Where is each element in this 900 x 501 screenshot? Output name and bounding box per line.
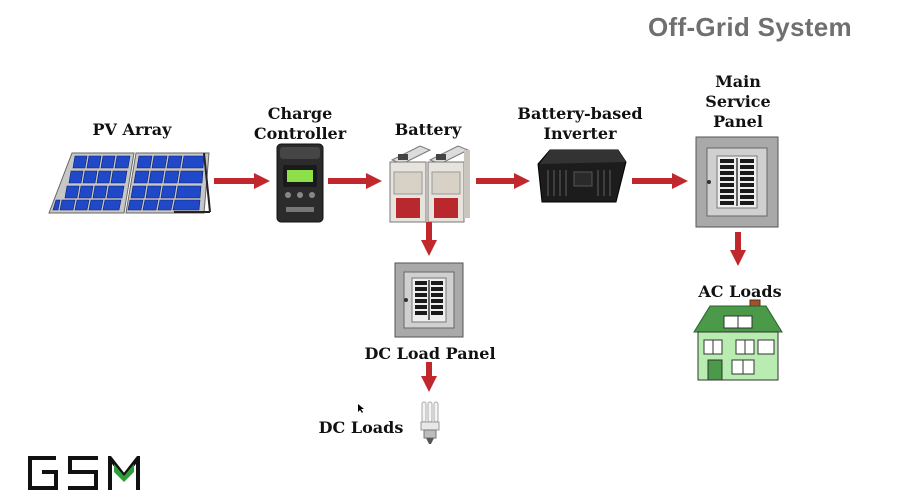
cfl-bulb-icon [418, 400, 442, 446]
dc-load-panel-icon [394, 262, 464, 338]
inverter-label: Battery-based Inverter [517, 104, 643, 143]
dc-loads-label: DC Loads [318, 418, 404, 437]
battery-label: Battery [394, 120, 462, 139]
dc-load-panel-label: DC Load Panel [364, 344, 496, 363]
main-panel-label: Main Service Panel [705, 72, 771, 131]
battery-icon [386, 142, 472, 224]
inverter-icon [536, 146, 628, 206]
main-panel-icon [695, 136, 779, 228]
arrow-controller-to-battery [328, 173, 382, 189]
pv-array-label: PV Array [92, 120, 172, 139]
arrow-inverter-to-main-panel [632, 173, 688, 189]
gsm-logo [28, 456, 142, 490]
charge-controller-label: Charge Controller [253, 104, 347, 143]
charge-controller-icon [276, 143, 324, 223]
pv-array-icon [44, 148, 214, 218]
arrow-battery-to-dc-panel [421, 222, 437, 256]
arrow-pv-to-controller [214, 173, 270, 189]
diagram-title: Off-Grid System [648, 12, 852, 42]
house-icon [692, 298, 784, 382]
mouse-cursor-icon [358, 404, 366, 414]
arrow-dc-panel-to-dc-loads [421, 362, 437, 392]
arrow-main-panel-to-ac-loads [730, 232, 746, 266]
ac-loads-label: AC Loads [698, 282, 782, 301]
arrow-battery-to-inverter [476, 173, 530, 189]
